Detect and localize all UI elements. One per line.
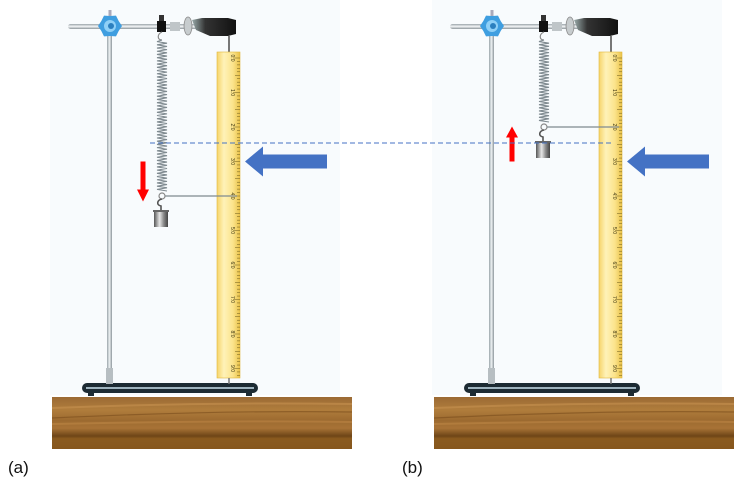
ruler-clamp <box>192 18 236 36</box>
mass-hook <box>156 198 163 211</box>
mass-hook <box>538 129 545 142</box>
caption-b: (b) <box>402 458 423 477</box>
panel-background <box>432 0 722 395</box>
ruler-label: 9.0 <box>611 365 617 372</box>
stand-base-highlight <box>86 387 254 389</box>
base-foot <box>246 392 252 396</box>
rod-thread <box>488 368 495 384</box>
panel-b: 0.01.02.03.04.05.06.07.08.09.0 <box>432 0 735 449</box>
thread-rod <box>552 22 562 31</box>
ruler <box>216 51 241 379</box>
base-foot <box>628 392 634 396</box>
ruler-label: 2.0 <box>229 124 235 131</box>
reference-arrow <box>245 146 327 177</box>
panel-a: 0.01.02.03.04.05.06.07.08.09.0 <box>50 0 353 449</box>
motion-arrow-down-head <box>137 189 149 202</box>
spring <box>538 39 550 123</box>
ruler-label: 8.0 <box>229 331 235 338</box>
ruler-label: 1.0 <box>229 89 235 96</box>
spring <box>156 39 168 192</box>
thumb-wheel <box>565 16 575 36</box>
ruler-label: 7.0 <box>229 296 235 303</box>
wood-grain <box>433 402 735 409</box>
ruler-label: 1.0 <box>611 89 617 96</box>
motion-arrow-up <box>509 137 515 162</box>
ruler <box>598 51 623 379</box>
wood-grain <box>433 411 735 419</box>
base-foot <box>470 392 476 396</box>
panel-background <box>50 0 340 395</box>
caption-a: (a) <box>8 458 29 477</box>
wood-grain <box>51 411 353 419</box>
spring-clamp <box>539 21 548 32</box>
base-foot <box>88 392 94 396</box>
ruler-label: 0.0 <box>611 55 617 62</box>
ruler-label: 6.0 <box>611 262 617 269</box>
reference-arrow <box>627 146 709 177</box>
wood-grain <box>51 420 353 425</box>
wood-grain <box>51 402 353 409</box>
boss-clamp-hole <box>490 23 496 29</box>
ruler-clamp <box>574 18 618 36</box>
boss-screw <box>490 10 494 16</box>
spring-clamp <box>157 21 166 32</box>
ruler-label: 3.0 <box>229 158 235 165</box>
hanging-mass <box>536 142 550 158</box>
wood-grain <box>433 420 735 425</box>
spring-clamp-screw <box>541 15 546 21</box>
ruler-label: 0.0 <box>229 55 235 62</box>
ruler-label: 5.0 <box>611 227 617 234</box>
stand-rod <box>489 20 494 384</box>
ruler-label: 9.0 <box>229 365 235 372</box>
ruler-label: 7.0 <box>611 296 617 303</box>
thread-rod <box>170 22 180 31</box>
ruler-label: 4.0 <box>611 193 617 200</box>
boss-clamp-hole <box>108 23 114 29</box>
ruler-label: 6.0 <box>229 262 235 269</box>
ruler-label: 8.0 <box>611 331 617 338</box>
ruler-label: 5.0 <box>229 227 235 234</box>
stand-rod <box>107 20 112 384</box>
ruler-label: 3.0 <box>611 158 617 165</box>
thumb-wheel <box>183 16 193 36</box>
hanging-mass <box>154 211 168 227</box>
spring-clamp-screw <box>159 15 164 21</box>
stand-base-highlight <box>468 387 636 389</box>
boss-screw <box>108 10 112 16</box>
motion-arrow-up-head <box>506 126 518 138</box>
rod-thread <box>106 368 113 384</box>
mass-rim <box>535 141 551 143</box>
mass-rim <box>153 210 169 212</box>
motion-arrow-down <box>140 161 146 190</box>
